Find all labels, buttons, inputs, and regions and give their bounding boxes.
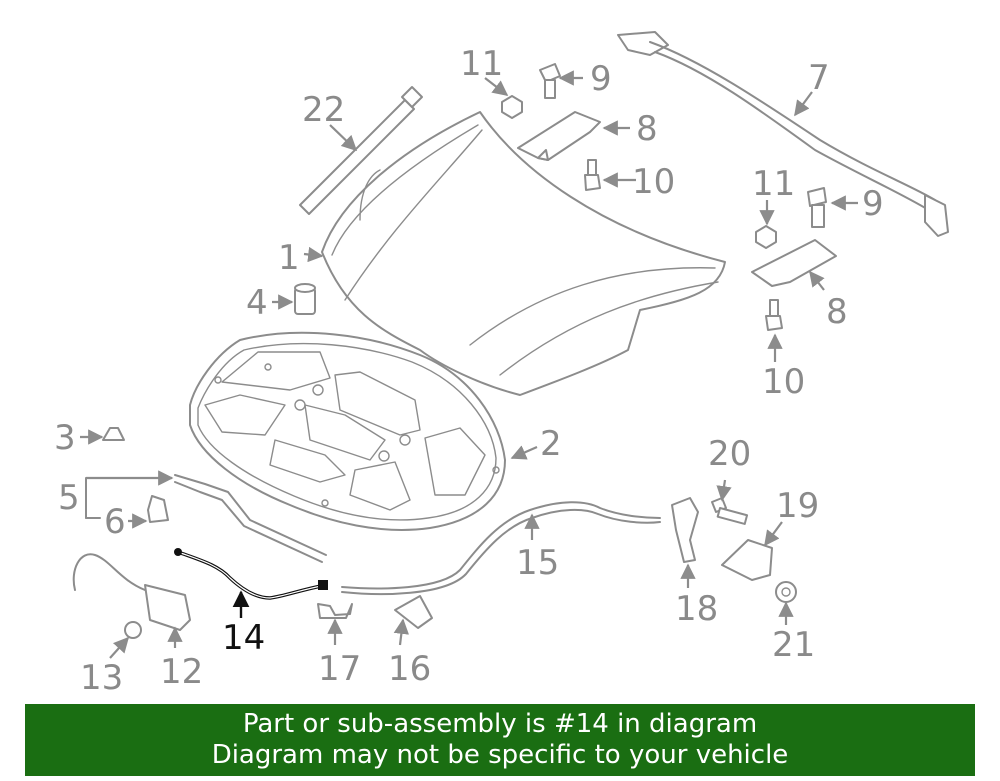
callout-2: 2 bbox=[540, 424, 562, 464]
callout-10a: 10 bbox=[632, 162, 675, 202]
callout-14: 14 bbox=[222, 618, 265, 658]
hood-strut bbox=[299, 86, 423, 215]
callout-13: 13 bbox=[80, 658, 123, 698]
callout-4: 4 bbox=[246, 283, 268, 323]
hood-bumper bbox=[294, 283, 316, 315]
callout-12: 12 bbox=[160, 652, 203, 692]
callout-16: 16 bbox=[388, 649, 431, 689]
callout-7: 7 bbox=[808, 58, 830, 98]
info-banner: Part or sub-assembly is #14 in diagram D… bbox=[25, 704, 975, 776]
hood-insulator bbox=[189, 331, 506, 531]
callout-10b: 10 bbox=[762, 362, 805, 402]
callout-19: 19 bbox=[776, 486, 819, 526]
part-14-cable bbox=[174, 548, 328, 600]
callout-5: 5 bbox=[58, 478, 80, 518]
callout-21: 21 bbox=[772, 625, 815, 665]
release-handle bbox=[671, 497, 699, 563]
callout-labels: 1 2 3 4 5 6 7 8 8 9 9 10 10 11 11 12 13 … bbox=[54, 44, 884, 698]
callout-15: 15 bbox=[516, 543, 559, 583]
cable-clip-17 bbox=[317, 603, 353, 619]
banner-line-1: Part or sub-assembly is #14 in diagram bbox=[242, 709, 758, 739]
callout-9b: 9 bbox=[862, 184, 884, 224]
callout-20: 20 bbox=[708, 434, 751, 474]
callout-8a: 8 bbox=[636, 109, 658, 149]
hood-latch bbox=[72, 553, 191, 639]
release-rod bbox=[147, 474, 327, 563]
callout-6: 6 bbox=[104, 502, 126, 542]
callout-1: 1 bbox=[278, 238, 300, 278]
banner-line-2: Diagram may not be specific to your vehi… bbox=[211, 740, 789, 770]
hinge-right bbox=[751, 187, 837, 331]
callout-17: 17 bbox=[318, 649, 361, 689]
retainer-clip bbox=[102, 427, 125, 441]
callout-3: 3 bbox=[54, 418, 76, 458]
callout-18: 18 bbox=[675, 589, 718, 629]
cable-clip-16 bbox=[394, 595, 433, 629]
callout-9a: 9 bbox=[590, 59, 612, 99]
callout-22: 22 bbox=[302, 90, 345, 130]
callout-8b: 8 bbox=[826, 292, 848, 332]
release-cable bbox=[341, 501, 661, 595]
callout-11b: 11 bbox=[752, 164, 795, 204]
latch-bracket bbox=[711, 497, 797, 603]
callout-11a: 11 bbox=[460, 44, 503, 84]
hood-seal bbox=[617, 31, 949, 237]
leader-lines bbox=[80, 70, 858, 659]
hood-panel bbox=[321, 111, 726, 396]
hinge-left bbox=[501, 63, 601, 191]
